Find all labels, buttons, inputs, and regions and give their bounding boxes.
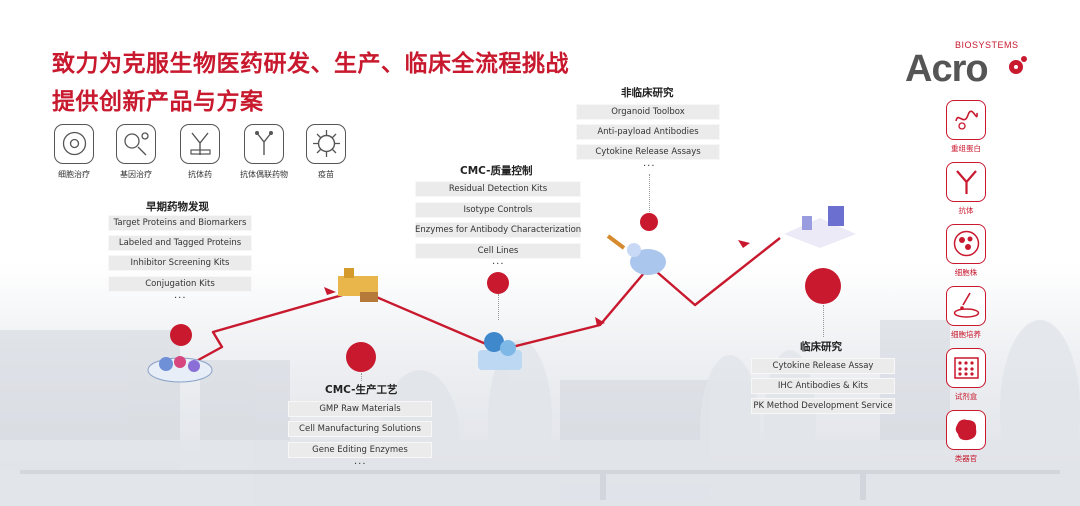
cmc-process-item: Cell Manufacturing Solutions (288, 421, 432, 437)
therapy-label: 基因治疗 (120, 170, 152, 179)
vaccine-icon (306, 124, 346, 164)
headline-line-2: 提供创新产品与方案 (52, 89, 264, 115)
cmc-quality-item: Isotype Controls (415, 202, 581, 218)
side-organoid: 类器官 (944, 410, 988, 464)
therapy-label: 抗体药 (188, 170, 212, 179)
manufacturing-illustration (338, 268, 378, 302)
side-cell-line: 细胞株 (944, 224, 988, 278)
side-antibody: 抗体 (944, 162, 988, 216)
acro-logo: BIOSYSTEMS Acro (905, 40, 1035, 90)
discovery-marker (170, 324, 192, 346)
cmc-quality-title: CMC-质量控制 (460, 165, 533, 177)
quality-illustration (478, 332, 522, 370)
discovery-illustration (147, 356, 213, 383)
headline-line-1: 致力为克服生物医药研发、生产、临床全流程挑战 (52, 51, 569, 77)
cmc-quality-marker (487, 272, 509, 294)
antibody-icon (946, 162, 986, 202)
discovery-title: 早期药物发现 (146, 201, 209, 213)
side-cell-culture: 细胞培养 (944, 286, 988, 340)
adc-icon (244, 124, 284, 164)
preclinical-item: Cytokine Release Assays (576, 144, 720, 160)
therapy-label: 抗体偶联药物 (240, 170, 288, 179)
logo-brand: Acro (905, 48, 989, 90)
side-label: 重组蛋白 (951, 144, 981, 153)
cell-line-icon (946, 224, 986, 264)
cmc-quality-connector (498, 294, 499, 320)
logo-subtitle: BIOSYSTEMS (955, 40, 1019, 50)
therapy-label: 细胞治疗 (58, 170, 90, 179)
side-label: 细胞培养 (951, 330, 981, 339)
preclinical-marker (640, 213, 658, 231)
gene-therapy-icon (116, 124, 156, 164)
side-label: 细胞株 (954, 268, 978, 277)
cmc-process-title: CMC-生产工艺 (325, 384, 398, 396)
discovery-more: ... (174, 290, 187, 301)
cmc-quality-item: Residual Detection Kits (415, 181, 581, 197)
discovery-item: Conjugation Kits (108, 276, 252, 292)
therapy-gene: 基因治疗 (112, 124, 160, 180)
cmc-process-more: ... (354, 456, 367, 467)
discovery-item: Inhibitor Screening Kits (108, 255, 252, 271)
clinical-connector (823, 305, 824, 337)
cmc-quality-item: Enzymes for Antibody Characterization (415, 222, 581, 238)
preclinical-connector (649, 174, 650, 212)
recombinant-protein-icon (946, 100, 986, 140)
preclinical-illustration (606, 234, 666, 275)
therapy-vaccine: 疫苗 (302, 124, 350, 180)
side-label: 试剂盒 (954, 392, 978, 401)
clinical-item: IHC Antibodies & Kits (751, 378, 895, 394)
logo-o-icon (1009, 56, 1027, 74)
clinical-title: 临床研究 (800, 341, 842, 353)
therapy-cell: 细胞治疗 (50, 124, 98, 180)
cmc-quality-more: ... (492, 256, 505, 267)
therapy-adc: 抗体偶联药物 (240, 124, 288, 180)
preclinical-more: ... (643, 158, 656, 169)
therapy-antibody: 抗体药 (176, 124, 224, 180)
discovery-item: Target Proteins and Biomarkers (108, 215, 252, 231)
cmc-process-item: GMP Raw Materials (288, 401, 432, 417)
clinical-item: Cytokine Release Assay (751, 358, 895, 374)
side-kit: 试剂盒 (944, 348, 988, 402)
preclinical-title: 非临床研究 (621, 87, 674, 99)
cell-culture-icon (946, 286, 986, 326)
cmc-process-marker (346, 342, 376, 372)
preclinical-item: Anti-payload Antibodies (576, 124, 720, 140)
cmc-process-connector (361, 373, 362, 381)
organoid-icon (946, 410, 986, 450)
antibody-drug-icon (180, 124, 220, 164)
clinical-illustration (784, 206, 856, 248)
clinical-item: PK Method Development Service (751, 398, 895, 414)
side-label: 类器官 (954, 454, 978, 463)
clinical-marker (805, 268, 841, 304)
side-recombinant-protein: 重组蛋白 (944, 100, 988, 154)
cmc-process-item: Gene Editing Enzymes (288, 442, 432, 458)
discovery-item: Labeled and Tagged Proteins (108, 235, 252, 251)
kit-icon (946, 348, 986, 388)
side-label: 抗体 (958, 206, 974, 215)
cmc-quality-item: Cell Lines (415, 243, 581, 259)
therapy-label: 疫苗 (318, 170, 334, 179)
preclinical-item: Organoid Toolbox (576, 104, 720, 120)
cell-therapy-icon (54, 124, 94, 164)
